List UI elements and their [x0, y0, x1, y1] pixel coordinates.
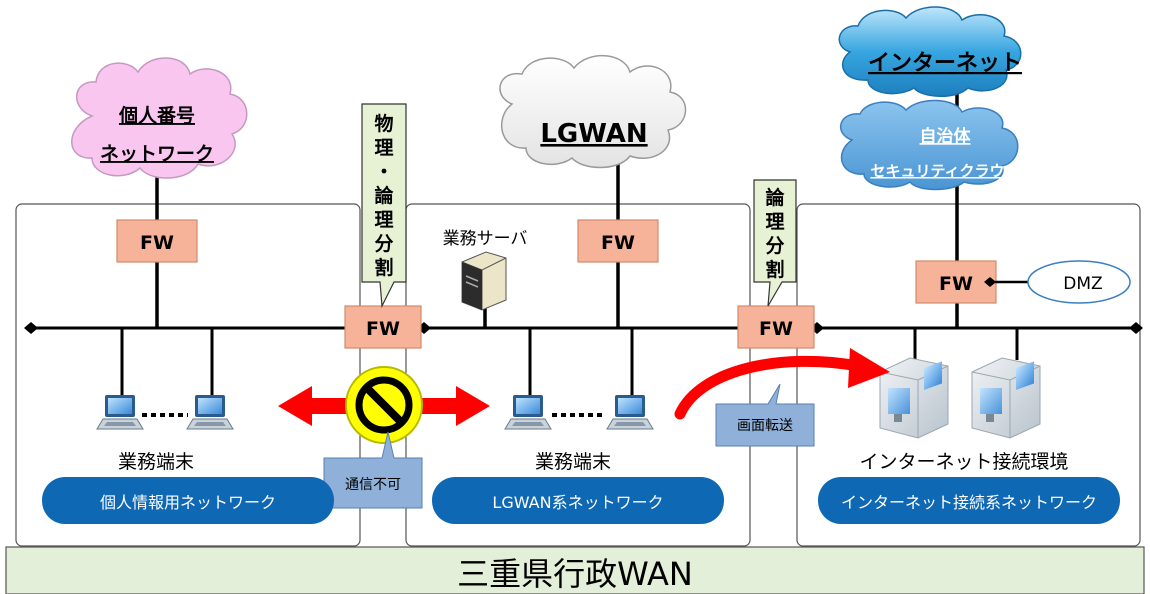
fw-individual-top-label: FW [140, 232, 174, 254]
callout-pl-1: 理 [374, 137, 393, 159]
fw-individual-top: FW [116, 219, 198, 263]
internet-env-label: インターネット接続環境 [859, 451, 1068, 473]
fw-bus-left: FW [344, 305, 422, 349]
individual-number-line2: ネットワーク [100, 143, 214, 165]
wan-bar [5, 546, 1145, 594]
pill-lgwan-label: LGWAN系ネットワーク [492, 493, 663, 512]
pill-individual-label: 個人情報用ネットワーク [100, 493, 276, 512]
pill-internet-network: インターネット接続系ネットワーク [818, 477, 1120, 524]
fw-lgwan-top-label: FW [601, 232, 635, 254]
pill-lgwan-network: LGWAN系ネットワーク [432, 477, 724, 524]
pill-internet-label: インターネット接続系ネットワーク [841, 493, 1097, 512]
callout-pl-2: ・ [374, 161, 393, 183]
transfer-note-label: 画面転送 [737, 418, 793, 434]
blocked-note-label: 通信不可 [345, 477, 401, 493]
transfer-note: 画面転送 [715, 383, 815, 447]
fw-lgwan-top: FW [577, 219, 659, 263]
lgwan-cloud-label: LGWAN [540, 119, 647, 149]
blocked-note: 通信不可 [323, 431, 423, 509]
fw-bus-right: FW [737, 305, 815, 349]
fw-bus-right-label: FW [759, 318, 793, 340]
screen-transfer-arrow [674, 355, 864, 420]
individual-number-line1: 個人番号 [118, 105, 195, 127]
callout-pl-3: 論 [374, 184, 394, 207]
server-label: 業務サーバ [443, 229, 528, 249]
pill-individual-network: 個人情報用ネットワーク [42, 477, 334, 524]
internet-cloud-label: インターネット [868, 51, 1022, 76]
callout-pl-6: 割 [374, 256, 393, 279]
dmz-ellipse [1027, 260, 1131, 304]
bus-endpoint-left [24, 322, 38, 334]
dmz-label: DMZ [1063, 274, 1102, 294]
wan-label: 三重県行政WAN [457, 555, 693, 593]
bus-endpoint-right [1129, 322, 1143, 334]
callout-l-1: 理 [765, 211, 784, 233]
fw-bus-left-label: FW [366, 318, 400, 340]
security-cloud-line1: 自治体 [920, 126, 972, 147]
lgwan-cloud: LGWAN [499, 54, 687, 169]
terminal-label-middle: 業務端末 [535, 451, 611, 473]
callout-physical-logical: 物 理 ・ 論 理 分 割 [361, 103, 407, 309]
internet-cloud: インターネット [838, 6, 1022, 97]
virtual-desktop-icon-1 [879, 357, 949, 439]
callout-pl-0: 物 [374, 112, 393, 135]
security-cloud: 自治体 セキュリティクラウド [840, 99, 1020, 191]
individual-number-network-cloud: 個人番号 ネットワーク [71, 57, 248, 179]
callout-l-0: 論 [765, 186, 785, 209]
server-icon [461, 251, 507, 311]
virtual-desktop-icon-2 [971, 357, 1041, 439]
callout-l-2: 分 [765, 235, 784, 257]
fw-internet-top-label: FW [939, 273, 973, 295]
callout-pl-4: 理 [374, 209, 393, 231]
terminal-label-left: 業務端末 [118, 451, 194, 473]
callout-l-3: 割 [765, 258, 784, 281]
callout-pl-5: 分 [374, 233, 393, 255]
no-entry-icon [345, 366, 423, 444]
security-cloud-line2: セキュリティクラウド [870, 162, 1019, 180]
callout-logical: 論 理 分 割 [753, 179, 797, 307]
